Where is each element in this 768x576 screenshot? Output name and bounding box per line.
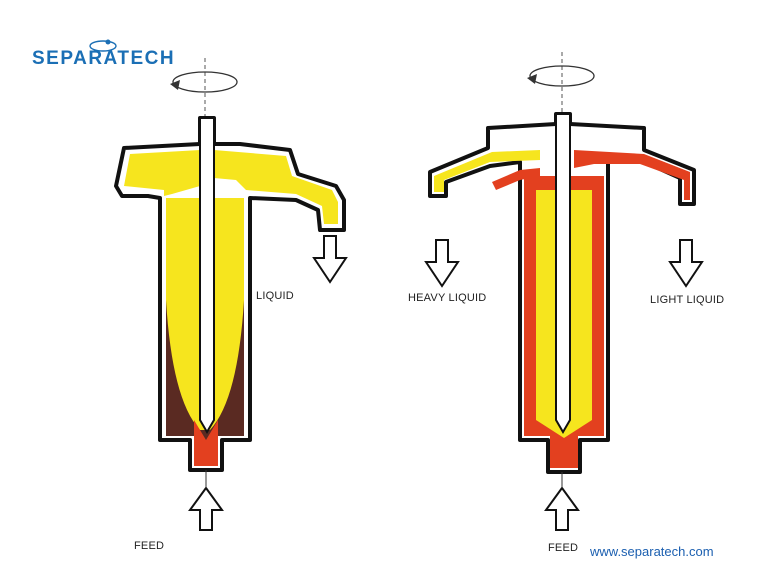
- liquid-label: LIQUID: [256, 290, 294, 302]
- clarifier-solids: [166, 300, 244, 466]
- feed-label-right: FEED: [548, 542, 579, 554]
- light-liquid-label: LIGHT LIQUID: [650, 294, 725, 306]
- separator-light-outlet: [574, 150, 690, 200]
- separator-feed-arrow-icon: [544, 486, 580, 531]
- separator-unit: [424, 52, 704, 531]
- brand-name: SEPARATECH: [32, 48, 176, 69]
- rotation-arrow-icon: [527, 52, 595, 112]
- brand-logo: SEPARATECH: [32, 48, 175, 70]
- separator-heavy-outlet: [434, 150, 540, 192]
- clarifier-feed-zone: [194, 420, 218, 466]
- feed-label-left: FEED: [134, 540, 165, 552]
- clarifier-unit: [114, 58, 348, 531]
- separator-red-channel: [492, 168, 540, 190]
- clarifier-feed-arrow-icon: [188, 486, 224, 531]
- clarifier-outlet-arrow-icon: [312, 235, 348, 284]
- heavy-liquid-label: HEAVY LIQUID: [408, 292, 487, 304]
- rotation-arrow-icon: [170, 58, 238, 118]
- website-link[interactable]: www.separatech.com: [590, 544, 714, 559]
- orbit-logo-icon: [89, 39, 117, 52]
- clarifier-center-tube: [199, 117, 215, 434]
- clarifier-liquid-cap: [124, 150, 338, 224]
- separator-light-arrow-icon: [668, 239, 704, 288]
- separator-center-tube: [555, 113, 571, 434]
- separator-heavy-arrow-icon: [424, 239, 460, 288]
